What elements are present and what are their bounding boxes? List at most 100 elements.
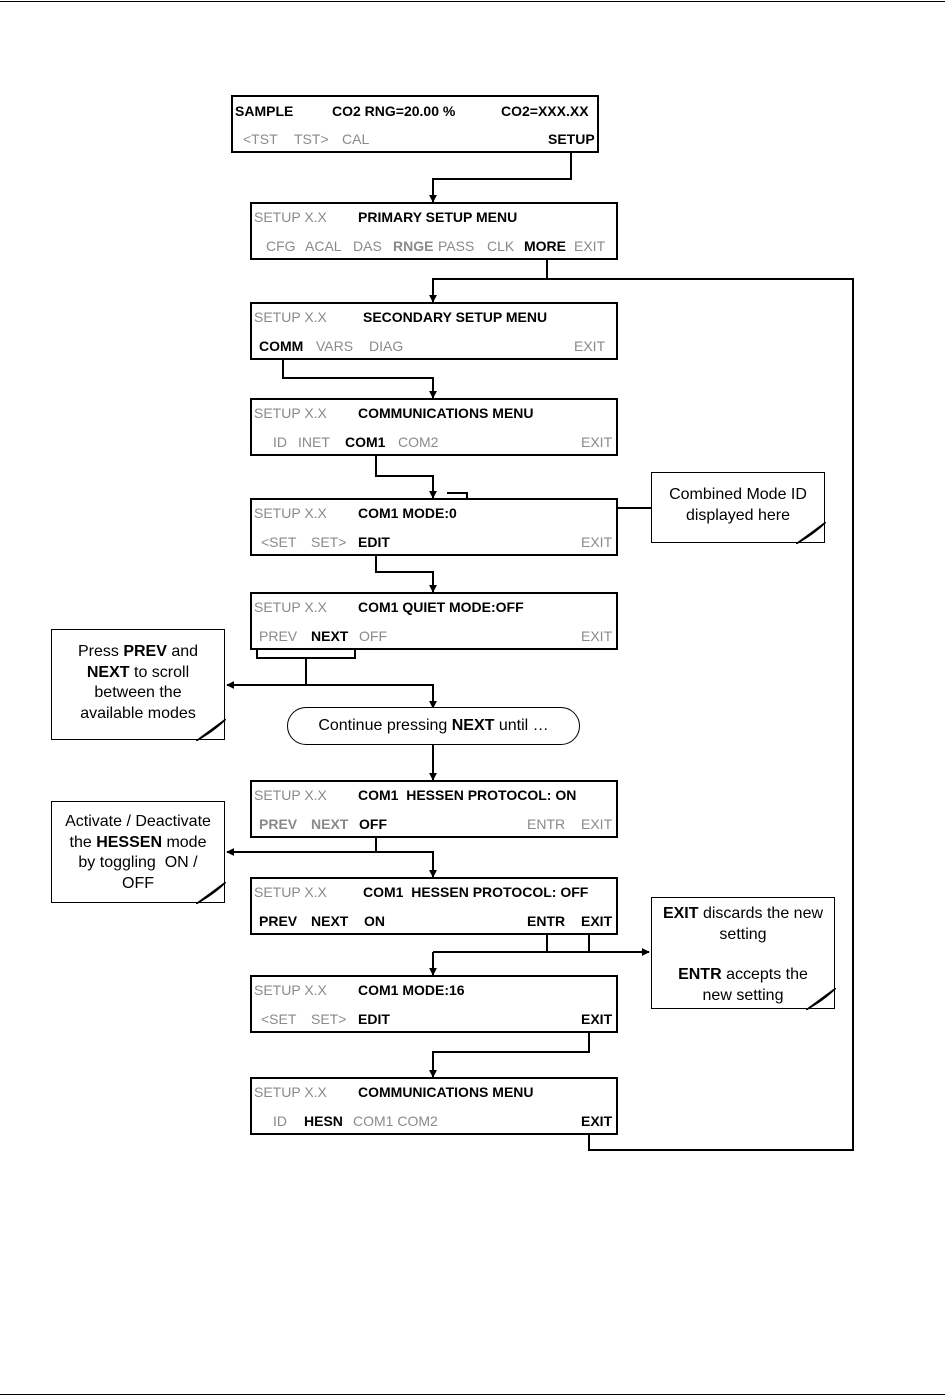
clk-button[interactable]: CLK bbox=[487, 238, 515, 254]
note-line: the HESSEN mode bbox=[69, 833, 207, 851]
cal-button[interactable]: CAL bbox=[342, 131, 370, 147]
setup-version-label: SETUP X.X bbox=[254, 405, 327, 421]
hessen-protocol-title: COM1 HESSEN PROTOCOL: ON bbox=[358, 787, 577, 803]
scroll-modes-note: Press PREV and NEXT to scroll between th… bbox=[51, 629, 226, 741]
setup-version-label: SETUP X.X bbox=[254, 599, 327, 615]
com2-button[interactable]: COM2 bbox=[398, 434, 439, 450]
setup-version-label: SETUP X.X bbox=[254, 787, 327, 803]
set-prev-button[interactable]: <SET bbox=[261, 534, 297, 550]
setup-version-label: SETUP X.X bbox=[254, 309, 327, 325]
exit-button[interactable]: EXIT bbox=[581, 628, 613, 644]
note-line: new setting bbox=[702, 986, 784, 1004]
sample-screen: SAMPLE CO2 RNG=20.00 % CO2=XXX.XX <TST T… bbox=[231, 95, 599, 153]
page-fold-icon bbox=[196, 882, 226, 904]
page-fold-icon bbox=[196, 719, 226, 741]
exit-button[interactable]: EXIT bbox=[581, 434, 613, 450]
more-button[interactable]: MORE bbox=[524, 238, 566, 254]
com1-quiet-mode-screen: SETUP X.X COM1 QUIET MODE:OFF PREV NEXT … bbox=[250, 592, 618, 650]
setup-button[interactable]: SETUP bbox=[548, 131, 595, 147]
continue-text: Continue pressing bbox=[318, 717, 452, 734]
set-next-button[interactable]: SET> bbox=[311, 534, 347, 550]
cfg-button[interactable]: CFG bbox=[266, 238, 296, 254]
bottom-rule bbox=[0, 1394, 945, 1395]
entr-button[interactable]: ENTR bbox=[527, 913, 566, 929]
next-button[interactable]: NEXT bbox=[311, 628, 349, 644]
arrow-more-to-secondary bbox=[429, 259, 548, 303]
off-button[interactable]: OFF bbox=[359, 816, 387, 832]
entr-button[interactable]: ENTR bbox=[527, 816, 566, 832]
setup-version-label: SETUP X.X bbox=[254, 505, 327, 521]
note-line: by toggling ON / bbox=[78, 854, 198, 871]
set-prev-button[interactable]: <SET bbox=[261, 1011, 297, 1027]
inet-button[interactable]: INET bbox=[298, 434, 330, 450]
note-line: Combined Mode ID bbox=[669, 486, 807, 503]
hessen-protocol-title: COM1 HESSEN PROTOCOL: OFF bbox=[363, 884, 589, 900]
continue-text-end: until … bbox=[494, 717, 549, 734]
exit-button[interactable]: EXIT bbox=[581, 1011, 613, 1027]
tst-next-button[interactable]: TST> bbox=[294, 131, 329, 147]
com1-mode-title: COM1 MODE:16 bbox=[358, 982, 465, 998]
prev-button[interactable]: PREV bbox=[259, 816, 298, 832]
setup-version-label: SETUP X.X bbox=[254, 982, 327, 998]
primary-setup-screen: SETUP X.X PRIMARY SETUP MENU CFG ACAL DA… bbox=[250, 202, 618, 260]
arrow-setup-to-primary bbox=[429, 152, 572, 203]
exit-button[interactable]: EXIT bbox=[581, 1113, 613, 1129]
setup-version-label: SETUP X.X bbox=[254, 1084, 327, 1100]
set-next-button[interactable]: SET> bbox=[311, 1011, 347, 1027]
diag-button[interactable]: DIAG bbox=[369, 338, 404, 354]
sample-mode-label: SAMPLE bbox=[235, 103, 294, 119]
note-line: Press PREV and bbox=[77, 643, 199, 660]
id-button[interactable]: ID bbox=[273, 1113, 287, 1129]
com1-mode-screen: SETUP X.X COM1 MODE:0 <SET SET> EDIT EXI… bbox=[250, 498, 618, 556]
hessen-toggle-note: Activate / Deactivate the HESSEN mode by… bbox=[51, 801, 226, 904]
das-button[interactable]: DAS bbox=[353, 238, 382, 254]
hessen-protocol-off-screen: SETUP X.X COM1 HESSEN PROTOCOL: OFF PREV… bbox=[250, 877, 618, 935]
edit-button[interactable]: EDIT bbox=[358, 534, 390, 550]
prev-button[interactable]: PREV bbox=[259, 913, 298, 929]
id-button[interactable]: ID bbox=[273, 434, 287, 450]
quiet-mode-title: COM1 QUIET MODE:OFF bbox=[358, 599, 524, 615]
on-button[interactable]: ON bbox=[364, 913, 385, 929]
next-button[interactable]: NEXT bbox=[311, 913, 349, 929]
entr-exit-branch bbox=[433, 933, 649, 952]
com1-mode-16-screen: SETUP X.X COM1 MODE:16 <SET SET> EDIT EX… bbox=[250, 975, 618, 1033]
exit-button[interactable]: EXIT bbox=[574, 238, 606, 254]
note-line: Activate / Deactivate bbox=[65, 813, 211, 830]
vars-button[interactable]: VARS bbox=[316, 338, 354, 354]
sample-range-label: CO2 RNG=20.00 % bbox=[332, 103, 456, 119]
exit-button[interactable]: EXIT bbox=[581, 816, 613, 832]
pass-button[interactable]: PASS bbox=[438, 238, 475, 254]
continue-instruction: Continue pressing NEXT until … bbox=[287, 707, 580, 745]
tst-prev-button[interactable]: <TST bbox=[243, 131, 278, 147]
note-line: displayed here bbox=[685, 506, 791, 524]
arrow-edit-to-quiet bbox=[375, 555, 437, 593]
prev-button[interactable]: PREV bbox=[259, 628, 298, 644]
acal-button[interactable]: ACAL bbox=[305, 238, 342, 254]
note-line: NEXT to scroll bbox=[86, 663, 190, 681]
mode-id-note: Combined Mode ID displayed here bbox=[651, 472, 826, 544]
exit-button[interactable]: EXIT bbox=[581, 913, 613, 929]
comm-button[interactable]: COMM bbox=[259, 338, 304, 354]
note-line: OFF bbox=[122, 874, 154, 892]
exit-button[interactable]: EXIT bbox=[574, 338, 606, 354]
com1-com2-buttons[interactable]: COM1 COM2 bbox=[353, 1113, 438, 1129]
edit-button[interactable]: EDIT bbox=[358, 1011, 390, 1027]
arrow-com1-to-mode bbox=[375, 455, 437, 499]
hessen-protocol-on-screen: SETUP X.X COM1 HESSEN PROTOCOL: ON PREV … bbox=[250, 780, 618, 838]
setup-version-label: SETUP X.X bbox=[254, 209, 327, 225]
exit-button[interactable]: EXIT bbox=[581, 534, 613, 550]
rnge-button[interactable]: RNGE bbox=[393, 238, 434, 254]
off-button[interactable]: OFF bbox=[359, 628, 387, 644]
communications-menu-title: COMMUNICATIONS MENU bbox=[358, 1084, 534, 1100]
page-fold-icon bbox=[806, 988, 836, 1010]
exit-entr-note: EXIT discards the new setting ENTR accep… bbox=[651, 897, 836, 1010]
continue-next-key: NEXT bbox=[451, 717, 495, 734]
note-line: setting bbox=[719, 925, 767, 943]
next-button[interactable]: NEXT bbox=[311, 816, 349, 832]
com1-button[interactable]: COM1 bbox=[345, 434, 386, 450]
communications-menu-screen: SETUP X.X COMMUNICATIONS MENU ID INET CO… bbox=[250, 398, 618, 456]
sample-conc-label: CO2=XXX.XX bbox=[501, 103, 589, 119]
hesn-button[interactable]: HESN bbox=[304, 1113, 343, 1129]
note-line: EXIT discards the new bbox=[662, 905, 824, 922]
